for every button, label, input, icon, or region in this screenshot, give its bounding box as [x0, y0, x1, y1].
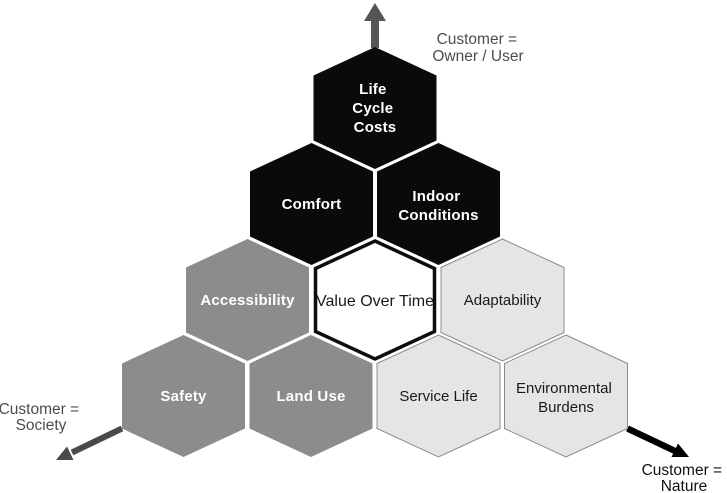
hexagon-service-life-shape	[376, 334, 501, 458]
hexagon-environmental-burdens: Environmental Burdens	[504, 334, 628, 458]
hexagon-life-cycle-costs-shape	[313, 47, 437, 169]
label-line: Customer =	[0, 401, 79, 418]
hexagon-land-use-label: Land Use	[276, 388, 345, 405]
hexagon-safety: Safety	[122, 335, 245, 457]
label-line: Accessibility	[200, 292, 295, 309]
label-line: Customer =	[437, 31, 518, 48]
axis-arrow-society-shaft	[70, 425, 124, 456]
hexagon-indoor-conditions-shape	[377, 143, 500, 265]
hexagon-accessibility-shape	[186, 239, 309, 361]
hexagon-adaptability-label: Adaptability	[464, 292, 542, 309]
hexagon-service-life-label: Service Life	[399, 388, 477, 405]
corner-label-nature: Customer = Nature	[642, 462, 727, 493]
label-line: Adaptability	[464, 292, 542, 309]
hexagon-safety-shape	[122, 335, 245, 457]
hexagon-life-cycle-costs-label: Life Cycle Costs	[352, 81, 397, 136]
hexagon-comfort-shape	[250, 143, 373, 265]
axis-arrow-nature	[626, 425, 689, 457]
hexagon-accessibility-label: Accessibility	[200, 292, 295, 309]
hexagon-service-life: Service Life	[376, 334, 501, 458]
hexagon-accessibility: Accessibility	[186, 239, 309, 361]
label-line: Conditions	[398, 207, 478, 224]
hexagon-comfort: Comfort	[250, 143, 373, 265]
label-line: Life	[359, 81, 386, 98]
hexagon-adaptability: Adaptability	[440, 238, 565, 362]
hexagon-indoor-conditions: Indoor Conditions	[377, 143, 500, 265]
axis-arrow-nature-head	[671, 443, 689, 457]
hexagon-value-over-time-label: Value Over Time	[316, 293, 434, 310]
hexagon-comfort-label: Comfort	[282, 196, 342, 213]
label-line: Environmental	[516, 380, 612, 397]
axis-arrow-society-head	[56, 446, 74, 460]
hexagon-value-over-time: Value Over Time	[313, 239, 437, 361]
hexagon-indoor-conditions-label: Indoor Conditions	[398, 188, 478, 224]
label-line: Safety	[160, 388, 207, 405]
label-line: Burdens	[538, 399, 594, 416]
label-line: Value Over Time	[316, 293, 434, 310]
label-line: Nature	[661, 478, 708, 493]
corner-label-society: Customer = Society	[0, 401, 83, 434]
label-line: Land Use	[276, 388, 345, 405]
axis-arrow-society	[56, 425, 124, 460]
label-line: Cycle	[352, 100, 393, 117]
hexagon-life-cycle-costs: Life Cycle Costs	[313, 47, 437, 169]
hexagon-land-use-shape	[249, 335, 373, 457]
label-line: Costs	[354, 119, 397, 136]
hexagon-adaptability-shape	[440, 238, 565, 362]
label-line: Customer =	[642, 462, 723, 479]
axis-arrow-owner-user	[364, 3, 386, 48]
label-line: Society	[16, 417, 67, 434]
axis-arrow-nature-shaft	[626, 425, 677, 454]
hexagon-safety-label: Safety	[160, 388, 207, 405]
hexagon-environmental-burdens-shape	[504, 334, 628, 458]
axis-arrow-owner-user-head	[364, 3, 386, 21]
label-line: Service Life	[399, 388, 477, 405]
hexagon-land-use: Land Use	[249, 335, 373, 457]
label-line: Indoor	[412, 188, 460, 205]
hexagon-environmental-burdens-label: Environmental Burdens	[516, 380, 616, 416]
label-line: Comfort	[282, 196, 342, 213]
hexagon-value-over-time-shape	[313, 239, 437, 361]
corner-label-owner-user: Customer = Owner / User	[432, 31, 523, 65]
label-line: Owner / User	[432, 48, 523, 65]
